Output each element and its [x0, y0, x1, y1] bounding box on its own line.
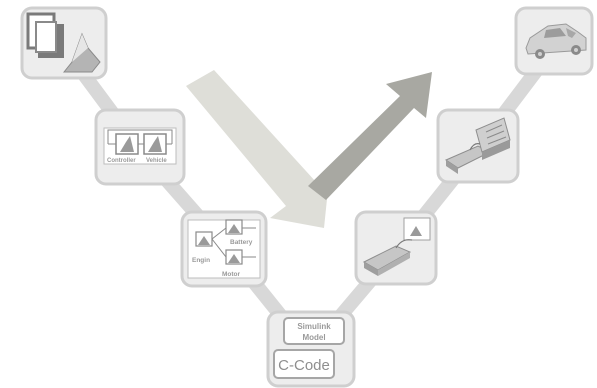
controller-label: Controller [107, 158, 136, 164]
pil-stage [354, 210, 438, 286]
components-stage: Battery Engin Motor [180, 210, 268, 288]
requirements-stage [20, 6, 108, 80]
model-label: Model [302, 333, 325, 342]
embedded-board-icon [362, 217, 431, 276]
architecture-stage: Controller Vehicle [94, 108, 186, 186]
verification-arrow [308, 72, 432, 200]
hil-stage [436, 108, 520, 184]
vehicle-label: Vehicle [146, 158, 167, 164]
architecture-block-diagram [103, 127, 177, 165]
car-icon [525, 23, 587, 59]
simulink-label: Simulink [297, 322, 331, 331]
documents-and-surface-plot-icon [26, 12, 101, 73]
design-arrow [186, 70, 330, 228]
implementation-stage: Simulink Model C-Code [266, 310, 356, 388]
component-block-diagram [187, 219, 261, 279]
hardware-rack-icon [444, 117, 511, 174]
motor-label: Motor [222, 271, 241, 278]
battery-label: Battery [230, 239, 253, 246]
vehicle-stage [514, 6, 594, 76]
v-path [55, 35, 565, 359]
c-code-box [273, 349, 335, 379]
c-code-label: C-Code [278, 357, 330, 374]
engine-label: Engin [192, 257, 210, 264]
simulink-model-box [283, 317, 345, 345]
